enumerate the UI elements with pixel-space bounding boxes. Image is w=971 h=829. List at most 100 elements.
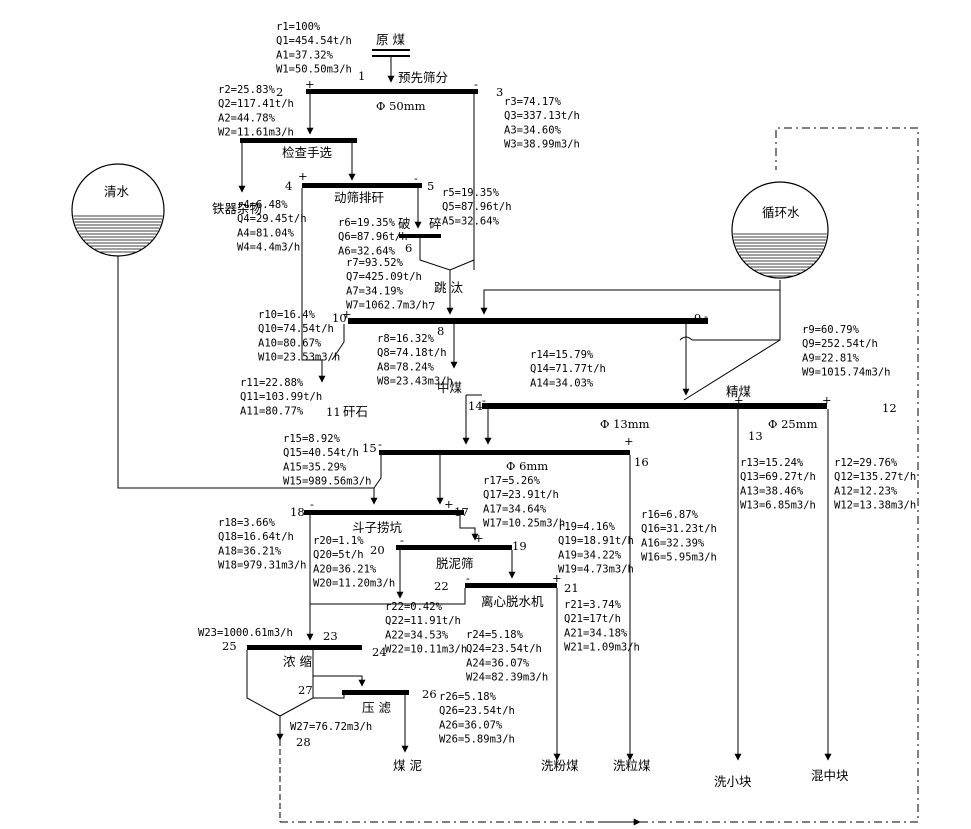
equipment-bars [240,49,827,695]
labels: 原 煤 预先筛分 Φ 50mm 检查手选 铁器杂物 动筛排矸 破 碎 清水 循环… [104,32,849,789]
stream-s26-line-0: r26=5.18% [439,691,497,703]
stream-s14-line-2: A14=34.03% [530,377,594,389]
stream-s22-line-2: A22=34.53% [385,629,449,641]
node-number-27: 27 [298,683,313,697]
stream-s24-line-0: r24=5.18% [466,629,524,641]
node-number-13: 13 [748,429,763,443]
stream-s18-line-2: A18=36.21% [218,545,282,557]
stream-s26-line-3: W26=5.89m3/h [439,734,515,746]
stream-s13-line-1: Q13=69.27t/h [740,471,816,483]
stream-s17-line-0: r17=5.26% [483,475,541,487]
stream-s7-line-1: Q7=425.09t/h [346,271,422,283]
raw-coal-feed-2 [372,55,410,57]
sign-plus-10: + [624,434,634,448]
iron-waste-label: 铁器杂物 [212,201,262,216]
node-number-16: 16 [634,455,649,469]
stream-s6-line-1: Q6=87.96t/h [338,231,408,243]
raw-coal-label: 原 煤 [376,32,405,47]
node-number-22: 22 [434,579,449,593]
node-number-4: 4 [285,179,292,193]
stream-w23: W23=1000.61m3/h [198,627,293,639]
clear-water-label: 清水 [104,184,130,199]
hand-pick-label: 检查手选 [282,145,333,160]
screen-13-bar [482,403,827,409]
sign-plus-12: + [444,497,454,511]
stream-s2-line-2: A2=44.78% [218,112,276,124]
stream-s5-line-0: r5=19.35% [442,187,500,199]
stream-s18-line-3: W18=979.31m3/h [218,560,307,572]
clean-coal-label: 精煤 [726,384,752,399]
centrifuge-bar [465,583,557,588]
desliming-bar [396,545,512,550]
desliming-label: 脱泥筛 [436,556,474,571]
stream-s18-line-1: Q18=16.64t/h [218,531,294,543]
stream-s22-line-1: Q22=11.91t/h [385,615,461,627]
stream-s12-line-1: Q12=135.27t/h [834,471,916,483]
washed-fine-label: 洗粉煤 [541,758,579,773]
stream-s15-line-1: Q15=40.54t/h [283,447,359,459]
node-number-5: 5 [427,179,434,193]
stream-s17-line-2: A17=34.64% [483,503,547,515]
sign-minus-13: - [400,533,404,547]
node-number-10: 10 [332,311,347,325]
node-number-15: 15 [362,441,377,455]
stream-s22-line-0: r22=0.42% [385,601,443,613]
stream-s2-line-1: Q2=117.41t/h [218,98,294,110]
node-number-7: 7 [428,299,435,313]
stream-s1-line-3: W1=50.50m3/h [276,64,352,76]
sign-plus-16: + [552,571,562,585]
node-number-18: 18 [290,505,305,519]
stream-s3-line-1: Q3=337.13t/h [504,110,580,122]
sign-plus-0: + [305,77,315,91]
stream-s10-line-3: W10=23.53m3/h [258,352,340,364]
node-number-6: 6 [405,241,412,255]
stream-s22-line-3: W22=10.11m3/h [385,644,467,656]
stream-s4-line-3: W4=4.4m3/h [237,242,300,254]
sign-minus-9: - [378,437,382,451]
stream-s7-line-3: W7=1062.7m3/h [346,300,428,312]
stream-s19-line-0: r19=4.16% [558,521,616,533]
circulating-water-tank [731,181,829,279]
bucket-pit-label: 斗子捞坑 [352,520,403,535]
stream-s15-line-2: A15=35.29% [283,461,347,473]
stream-s8-line-0: r8=16.32% [377,333,435,345]
stream-s12-line-0: r12=29.76% [834,457,898,469]
sign-plus-7: + [734,393,744,407]
sieve-25-label: Φ 25mm [768,417,818,431]
raw-coal-feed [372,49,410,51]
stream-s9-line-0: r9=60.79% [802,324,860,336]
stream-s16-line-0: r16=6.87% [641,509,699,521]
sign-minus-1: - [474,77,478,91]
stream-s11-line-0: r11=22.88% [240,377,304,389]
crusher-bar [399,234,441,238]
stream-s13-line-3: W13=6.85m3/h [740,500,816,512]
node-number-28: 28 [296,735,311,749]
node-number-14: 14 [468,399,483,413]
centrifuge-label: 离心脱水机 [481,594,544,609]
stream-s17-line-1: Q17=23.91t/h [483,489,559,501]
stream-s13-line-0: r13=15.24% [740,457,804,469]
stream-s6-line-0: r6=19.35% [338,217,396,229]
slime-label: 煤 泥 [393,758,422,773]
sign-plus-2: + [298,169,308,183]
stream-s8-line-2: A8=78.24% [377,361,435,373]
jig-label: 跳 汰 [434,280,463,295]
bucket-pit-bar [304,510,464,515]
stream-s20-line-0: r20=1.1% [313,535,364,547]
mixed-medium-label: 混中块 [811,768,849,783]
stream-s2-line-0: r2=25.83% [218,84,276,96]
stream-s24-line-2: A24=36.07% [466,657,530,669]
circ-water-label: 循环水 [762,205,800,220]
hand-pick-bar [240,138,357,143]
stream-s11-line-2: A11=80.77% [240,405,304,417]
signs: +-+-+--++-+-+-+-+ [298,77,832,585]
stream-s21-line-1: Q21=17t/h [564,613,621,625]
thickener-bar [247,645,362,650]
node-number-21: 21 [564,581,579,595]
stream-s14-line-0: r14=15.79% [530,349,594,361]
stream-s16-line-2: A16=32.39% [641,537,705,549]
stream-s12-line-3: W12=13.38m3/h [834,500,916,512]
stream-s8-line-1: Q8=74.18t/h [377,347,447,359]
